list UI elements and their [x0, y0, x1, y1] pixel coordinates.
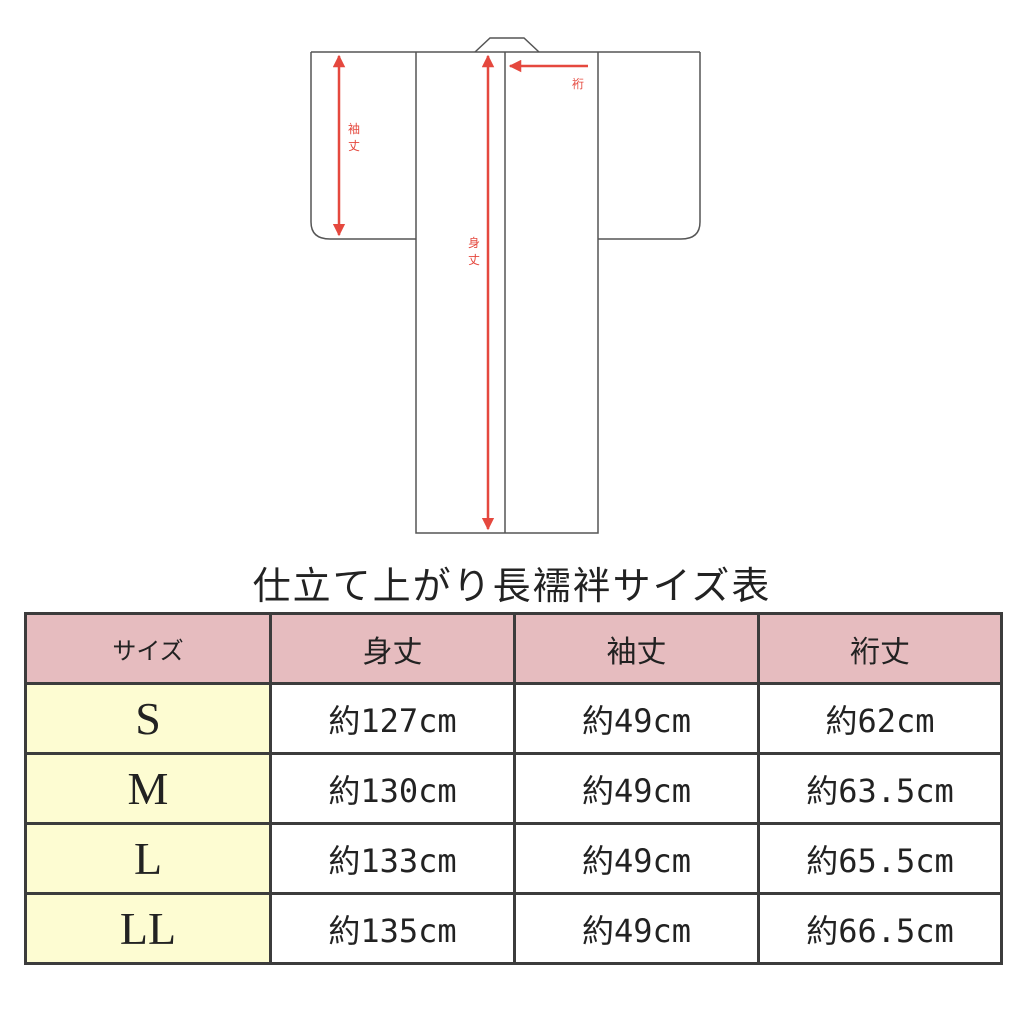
- yuki-cell: 約66.5cm: [757, 892, 1003, 965]
- table-header-row: サイズ 身丈 袖丈 裄丈: [24, 612, 1003, 685]
- garment-outline: [310, 37, 701, 534]
- size-cell: L: [24, 822, 272, 895]
- table-row: LL 約135cm 約49cm 約66.5cm: [24, 892, 1003, 965]
- right-sleeve: [598, 52, 701, 240]
- yuki-cell: 約62cm: [757, 682, 1003, 755]
- sleeve-length-cell: 約49cm: [513, 682, 760, 755]
- body-length-cell: 約133cm: [269, 822, 516, 895]
- sleeve-length-cell: 約49cm: [513, 822, 760, 895]
- left-sleeve: [310, 52, 416, 240]
- size-cell: LL: [24, 892, 272, 965]
- garment-body: [415, 52, 599, 534]
- sleeve-length-cell: 約49cm: [513, 752, 760, 825]
- body-length-marker-2: 丈: [468, 253, 480, 267]
- body-length-marker-1: 身: [468, 235, 480, 250]
- sleeve-length-marker-2: 丈: [348, 139, 360, 153]
- size-table: サイズ 身丈 袖丈 裄丈 S 約127cm 約49cm 約62cm M 約130…: [24, 612, 1003, 965]
- sleeve-length-cell: 約49cm: [513, 892, 760, 965]
- body-length-cell: 約135cm: [269, 892, 516, 965]
- yuki-cell: 約63.5cm: [757, 752, 1003, 825]
- size-cell: S: [24, 682, 272, 755]
- table-row: M 約130cm 約49cm 約63.5cm: [24, 752, 1003, 825]
- yuki-marker: 裄: [572, 77, 584, 91]
- size-cell: M: [24, 752, 272, 825]
- yuki-cell: 約65.5cm: [757, 822, 1003, 895]
- header-sleeve-length: 袖丈: [513, 612, 760, 685]
- table-row: S 約127cm 約49cm 約62cm: [24, 682, 1003, 755]
- table-row: L 約133cm 約49cm 約65.5cm: [24, 822, 1003, 895]
- header-body-length: 身丈: [269, 612, 516, 685]
- header-yuki: 裄丈: [757, 612, 1003, 685]
- body-length-cell: 約130cm: [269, 752, 516, 825]
- collar: [474, 37, 540, 53]
- kimono-diagram: 袖 丈 身 丈 裄: [310, 37, 701, 534]
- size-chart-title: 仕立て上がり長襦袢サイズ表: [252, 564, 772, 608]
- body-length-cell: 約127cm: [269, 682, 516, 755]
- header-size: サイズ: [24, 612, 272, 685]
- sleeve-length-marker-1: 袖: [348, 121, 360, 136]
